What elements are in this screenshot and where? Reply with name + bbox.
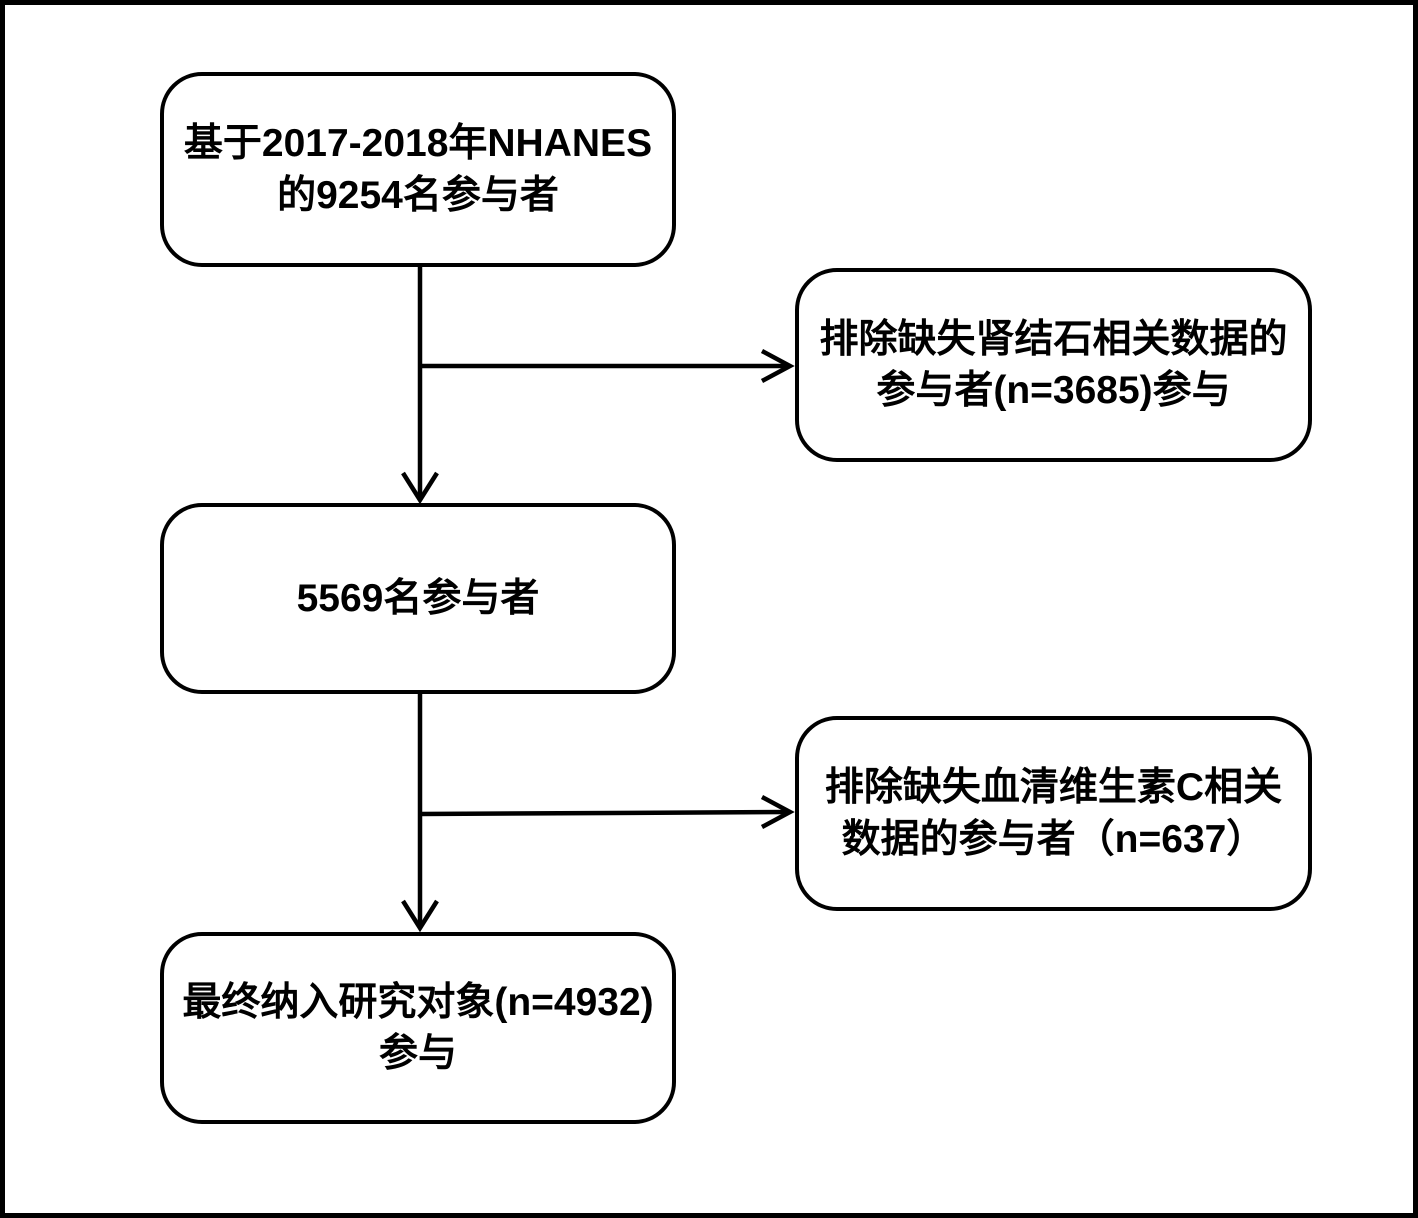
arrow-after-first-to-final — [401, 694, 439, 933]
flow-node-initial-participants: 基于2017-2018年NHANES 的9254名参与者 — [160, 72, 676, 267]
flow-node-excluded-kidney-stone-line1: 排除缺失肾结石相关数据的 — [819, 317, 1288, 361]
flow-node-initial-line2: 的9254名参与者 — [277, 173, 559, 217]
flow-node-final-line2: 参与 — [378, 1032, 457, 1075]
arrow-branch-to-excluded-vitamin-c — [419, 795, 795, 829]
flow-node-excluded-kidney-stone-line2: 参与者(n=3685)参与 — [876, 369, 1231, 412]
flow-node-after-first-exclusion-line1: 5569名参与者 — [296, 576, 540, 620]
flow-node-initial-line1: 基于2017-2018年NHANES — [183, 122, 653, 166]
flow-node-final-included: 最终纳入研究对象(n=4932) 参与 — [160, 932, 676, 1124]
arrow-initial-to-after-first — [401, 267, 439, 505]
arrow-branch-to-excluded-kidney-stone — [420, 349, 795, 383]
flow-node-after-first-exclusion: 5569名参与者 — [160, 503, 676, 694]
flow-node-final-line1: 最终纳入研究对象(n=4932) — [182, 980, 654, 1024]
flow-node-excluded-vitamin-c-line1: 排除缺失血清维生素C相关 — [824, 766, 1283, 810]
flow-node-excluded-vitamin-c: 排除缺失血清维生素C相关 数据的参与者（n=637） — [795, 716, 1312, 911]
flow-node-excluded-vitamin-c-line2: 数据的参与者（n=637） — [841, 817, 1266, 861]
flow-node-excluded-kidney-stone: 排除缺失肾结石相关数据的 参与者(n=3685)参与 — [795, 268, 1312, 462]
